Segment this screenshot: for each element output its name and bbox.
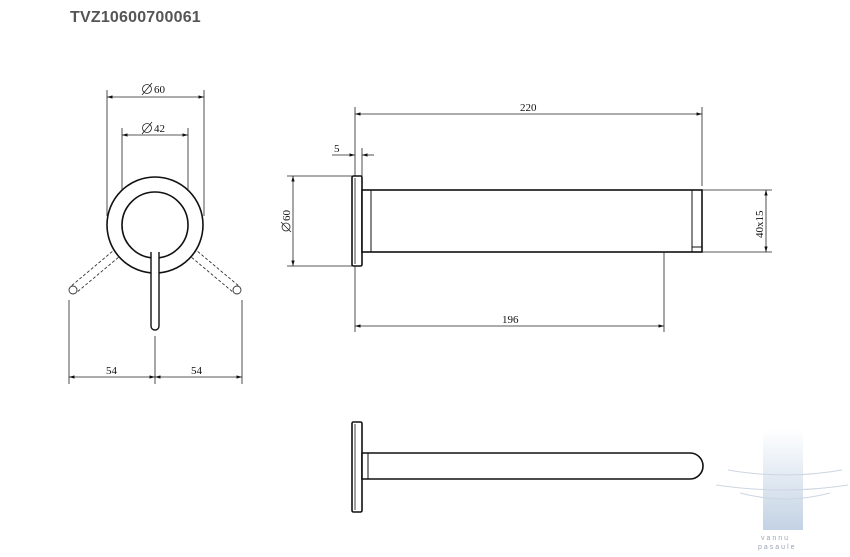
side-total-length-label: 220 [520,102,537,114]
watermark-line2: pasaule [758,544,797,551]
front-handle-disc [121,191,189,259]
side-plate-thickness-label: 5 [334,143,340,155]
side-spout-section-label: 40x15 [754,210,766,238]
diameter-symbol-icon [141,82,153,96]
top-view [351,421,704,513]
lever-ghost-right [183,244,241,294]
top-wall-plate [351,421,363,513]
diameter-symbol-icon [280,221,292,233]
side-view: 220 5 60 40x15 [280,102,772,332]
watermark-line1: vannu [761,535,790,542]
side-wall-plate [351,175,363,267]
front-lever [150,252,160,331]
side-inner-length-label: 196 [502,314,519,326]
side-diameter-label: 60 [281,210,293,222]
front-inner-diameter-label: 42 [154,123,165,135]
side-spout-body [361,189,703,253]
watermark-logo: vannu pasaule [715,430,849,551]
front-outer-diameter-label: 60 [154,84,166,96]
lever-left-label: 54 [106,365,118,377]
top-spout-body [361,452,704,480]
diameter-symbol-icon [141,121,153,135]
lever-ghost-left [69,244,127,294]
front-view: 60 42 54 54 [68,82,243,384]
lever-right-label: 54 [191,365,203,377]
drawing-title: TVZ10600700061 [70,9,201,26]
